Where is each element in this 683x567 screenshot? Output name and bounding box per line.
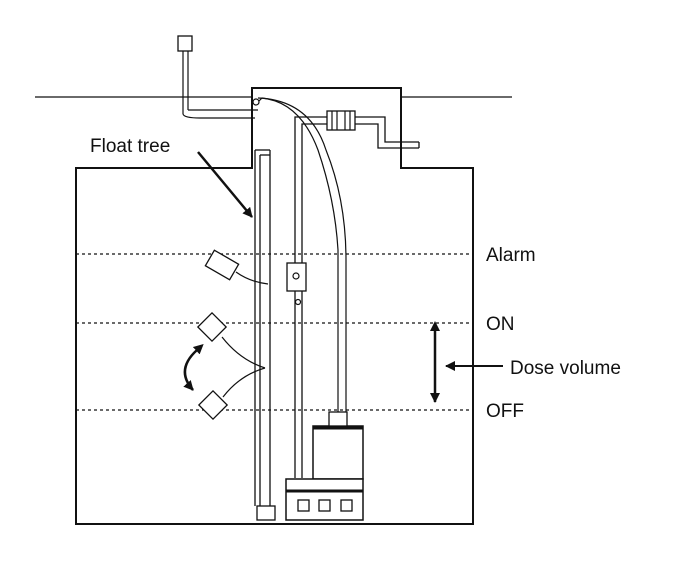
pump bbox=[285, 411, 364, 521]
float-tree bbox=[254, 149, 276, 521]
on-float bbox=[196, 311, 266, 369]
tank-outline bbox=[75, 87, 474, 525]
on-label: ON bbox=[486, 314, 515, 335]
junction-box bbox=[177, 35, 193, 114]
alarm-float bbox=[204, 249, 269, 285]
float-tree-label: Float tree bbox=[90, 136, 170, 157]
alarm-label: Alarm bbox=[486, 245, 536, 266]
float-motion-arrow bbox=[183, 343, 204, 391]
union-fitting bbox=[326, 110, 356, 131]
off-float bbox=[197, 367, 266, 421]
dose-volume-label: Dose volume bbox=[510, 358, 621, 379]
pump-motor bbox=[312, 425, 364, 480]
discharge-pipe bbox=[294, 116, 420, 478]
check-valve bbox=[286, 262, 307, 306]
level-lines bbox=[76, 253, 473, 411]
pump-cable-connector bbox=[328, 411, 348, 427]
float-tree-weight bbox=[256, 505, 276, 521]
off-label: OFF bbox=[486, 401, 524, 422]
float-tree-arrow bbox=[197, 151, 253, 218]
electrical-cables bbox=[182, 97, 347, 412]
